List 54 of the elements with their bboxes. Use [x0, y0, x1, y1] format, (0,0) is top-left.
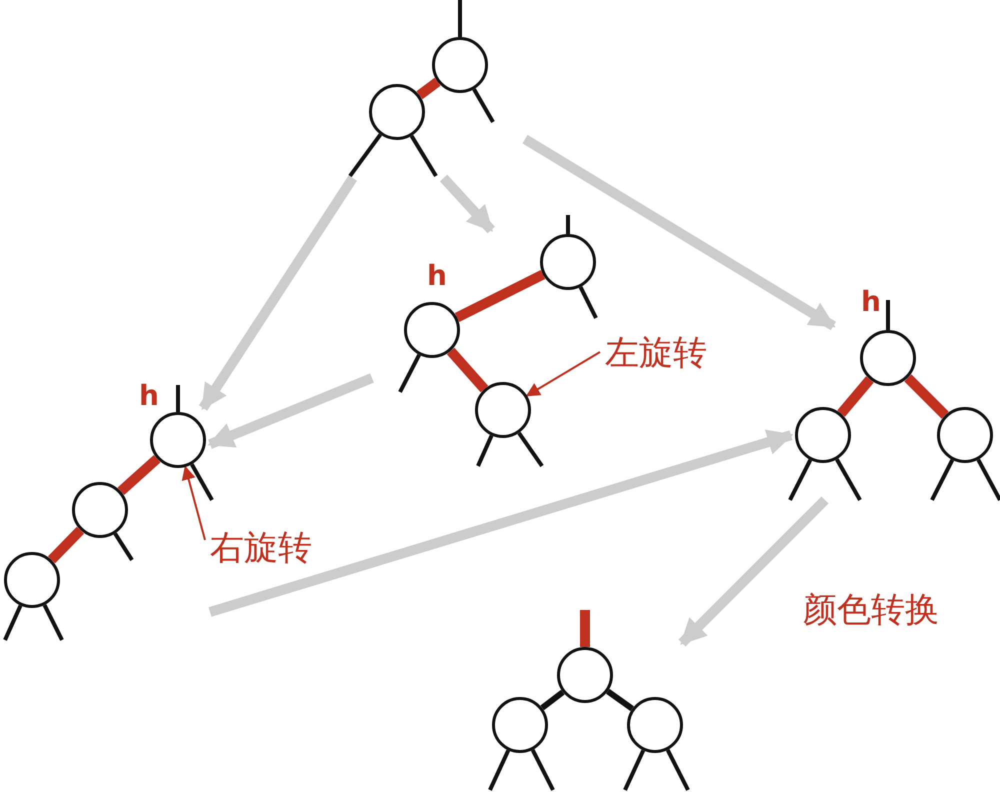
tree-node-circle [492, 697, 548, 753]
tree-link [540, 690, 565, 710]
tree-link [416, 78, 441, 100]
tree-node-circle [937, 407, 993, 463]
transition-arrow [440, 174, 495, 234]
tree-link [476, 434, 494, 467]
tree-link [606, 688, 634, 712]
node-label: h [861, 287, 881, 317]
tree-link [410, 134, 438, 178]
tree-node-circle [4, 552, 60, 608]
tree-link [3, 604, 22, 641]
tree-link [788, 459, 812, 501]
tree-link [578, 286, 598, 319]
tree-node-circle [72, 482, 128, 538]
annotation-label: 右旋转 [210, 528, 312, 568]
leader-line [182, 466, 206, 540]
transition-arrow [208, 430, 794, 617]
tree-link [580, 610, 590, 647]
tree-link [837, 376, 874, 417]
node-label: h [139, 381, 159, 411]
tree-link [530, 749, 555, 791]
transition-arrow [208, 373, 374, 449]
tree-link [976, 458, 1000, 501]
tree-link [623, 750, 646, 791]
tree-link [458, 0, 462, 37]
annotation-label: 左旋转 [605, 333, 707, 373]
transition-arrow [678, 496, 829, 647]
node-label: h [427, 261, 447, 291]
tree-node-circle [795, 407, 851, 463]
tree-node-circle [557, 647, 613, 703]
tree-link [472, 88, 495, 123]
tree-link [666, 749, 690, 791]
tree-link [566, 215, 570, 234]
tree-link [348, 133, 382, 178]
transition-arrow [522, 134, 836, 330]
tree-link [886, 300, 890, 330]
leader-line [526, 351, 601, 396]
tree-link [176, 385, 180, 412]
tree-node-circle [369, 84, 425, 140]
tree-link [190, 463, 214, 501]
tree-link [488, 750, 510, 791]
transition-arrow [198, 175, 357, 411]
tree-link [446, 348, 488, 392]
tree-link [398, 354, 421, 393]
tree-link [42, 604, 64, 641]
tree-link [517, 432, 544, 468]
tree-link [930, 459, 954, 501]
tree-link [48, 526, 84, 564]
tree-link [904, 374, 949, 419]
tree-link [113, 532, 134, 562]
tree-node-circle [475, 382, 531, 438]
tree-link [118, 454, 160, 496]
tree-link [835, 458, 862, 501]
tree-link [454, 270, 546, 322]
